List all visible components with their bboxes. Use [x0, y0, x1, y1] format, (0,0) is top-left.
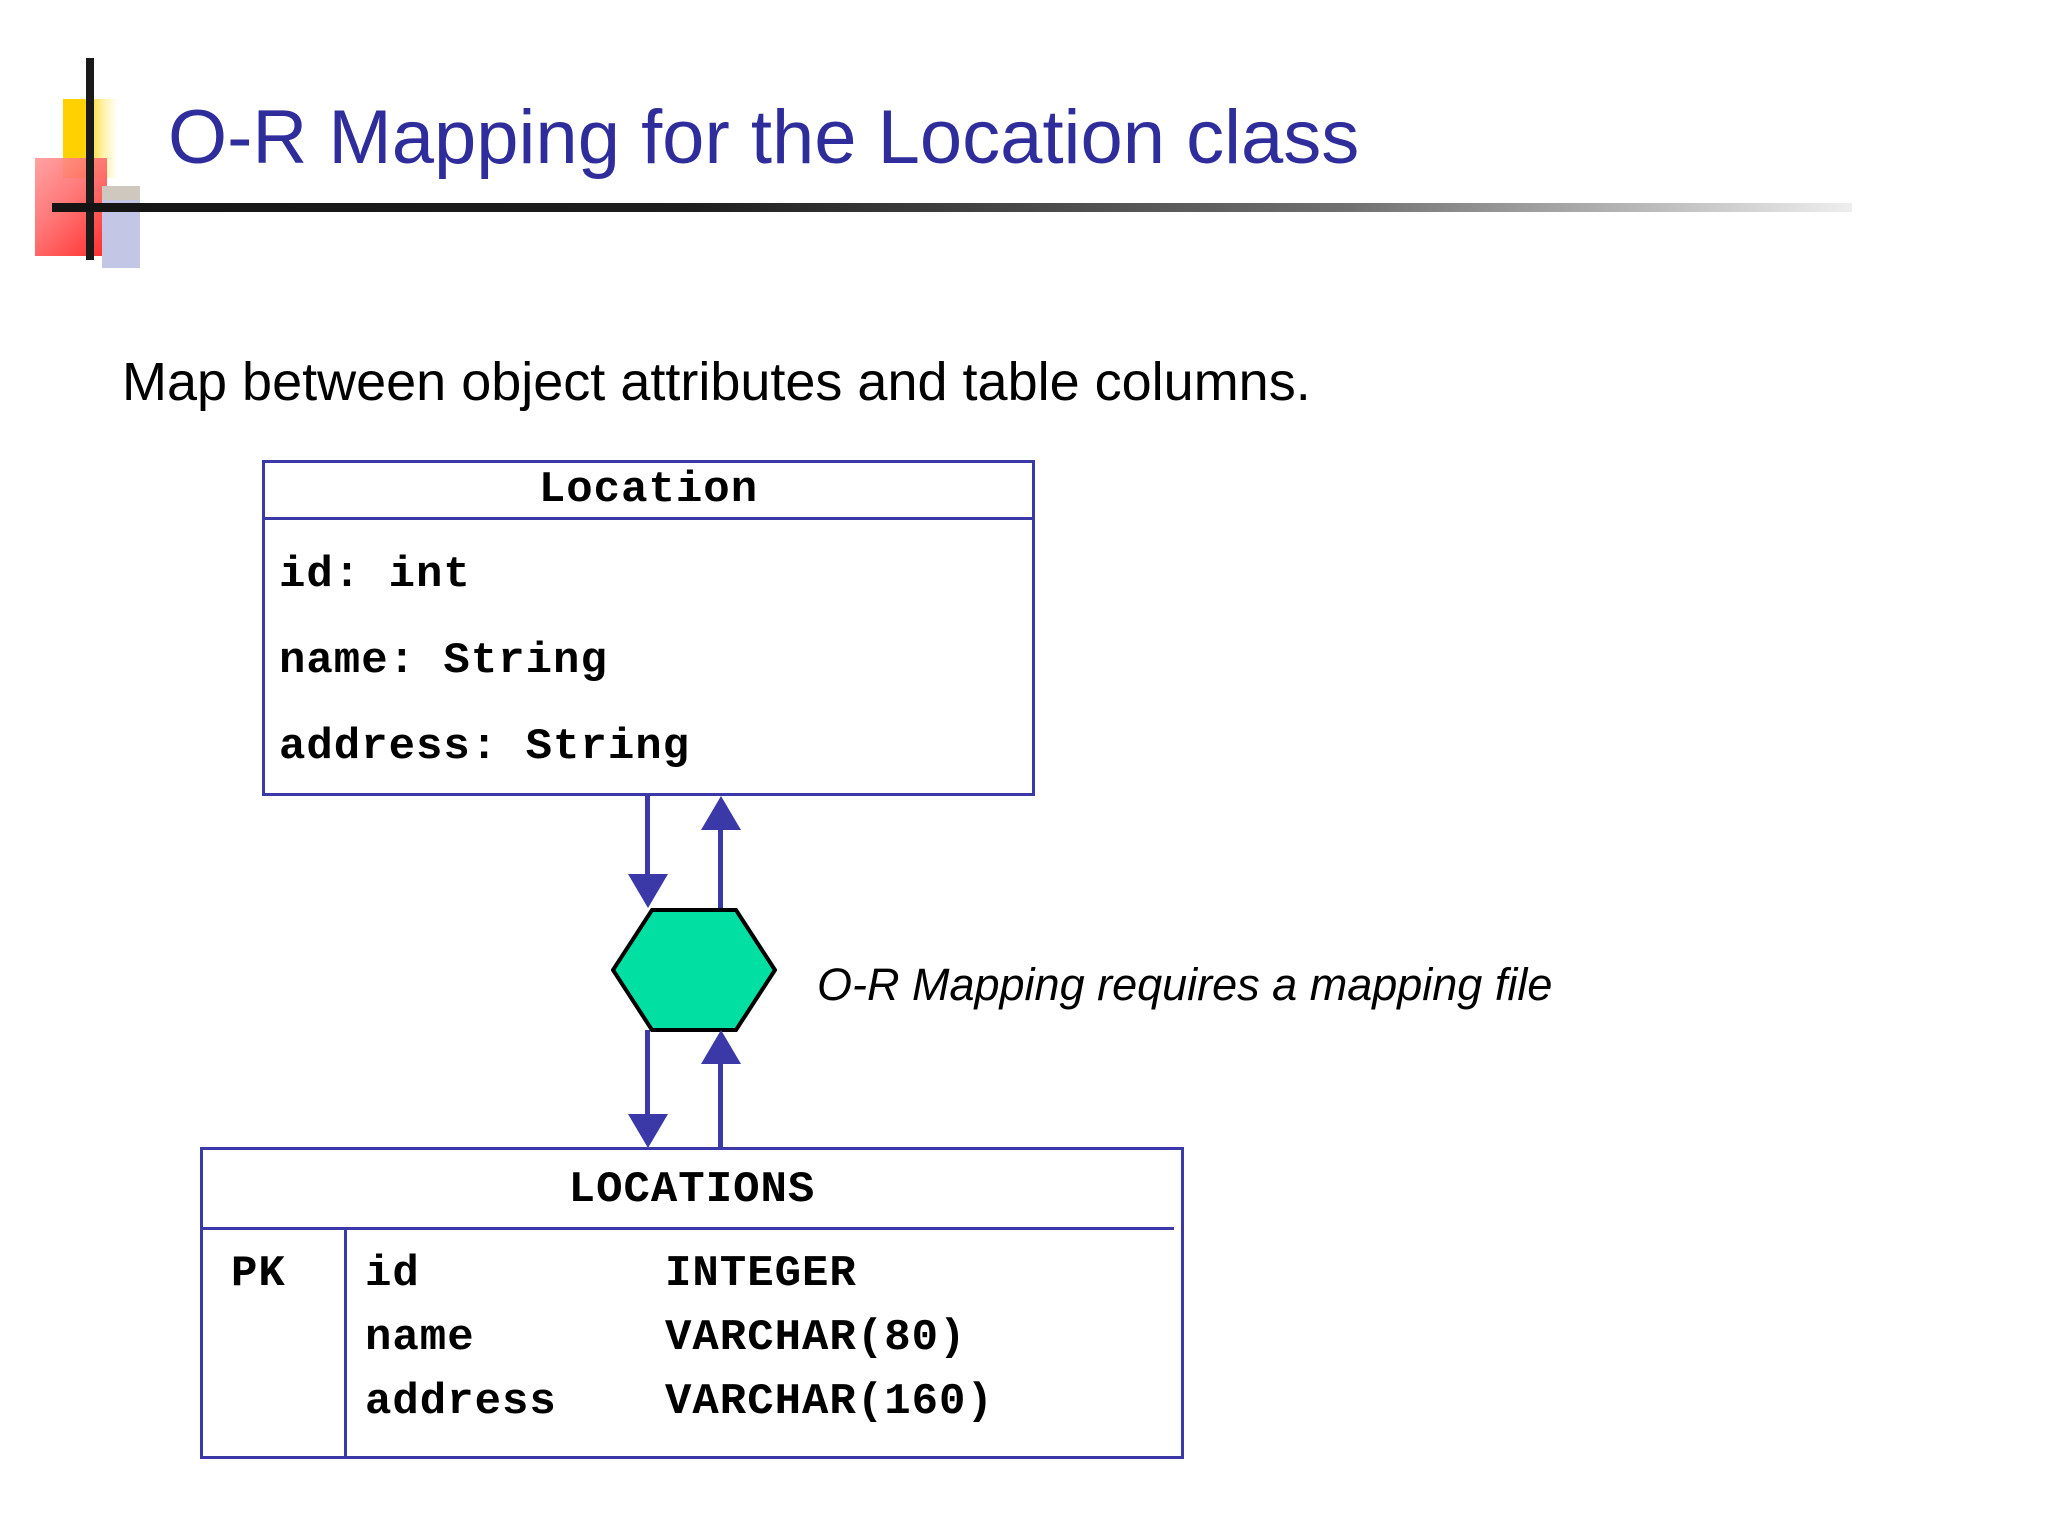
arrow-head-down-icon [628, 874, 668, 908]
db-table-row: address VARCHAR(160) [365, 1370, 1165, 1434]
uml-attribute-row: id: int [279, 550, 471, 600]
mapping-file-hexagon [610, 908, 778, 1032]
arrow-table-to-mapping [701, 1030, 741, 1148]
vertical-rule-lower-icon [86, 208, 94, 260]
db-table-key-column-divider [344, 1230, 347, 1456]
horizontal-rule-divider [52, 203, 1852, 212]
db-table-name-header: LOCATIONS [203, 1150, 1181, 1230]
db-table-row: id INTEGER [365, 1242, 1165, 1306]
db-column-name: id [365, 1249, 420, 1299]
db-table-key-label: PK [231, 1249, 286, 1299]
page-title: O-R Mapping for the Location class [168, 95, 1360, 180]
db-table-box: LOCATIONS PK id INTEGER name VARCHAR(80)… [200, 1147, 1184, 1459]
arrow-shaft [645, 796, 650, 876]
db-table-name: LOCATIONS [568, 1165, 816, 1215]
uml-class-name: Location [265, 463, 1032, 520]
arrow-shaft [718, 1062, 723, 1148]
arrow-shaft [645, 1030, 650, 1116]
slide-subtitle: Map between object attributes and table … [122, 352, 1311, 412]
db-table-column-list: id INTEGER name VARCHAR(80) address VARC… [365, 1242, 1165, 1434]
uml-attribute-row: name: String [279, 636, 608, 686]
arrow-head-down-icon [628, 1114, 668, 1148]
uml-attribute-row: address: String [279, 722, 691, 772]
db-table-body: PK id INTEGER name VARCHAR(80) address V… [203, 1230, 1181, 1456]
arrow-mapping-to-class [701, 796, 741, 908]
arrow-head-up-icon [701, 796, 741, 830]
lavender-square-tint-icon [102, 186, 140, 200]
arrow-class-to-mapping [628, 796, 668, 908]
db-column-name: address [365, 1377, 557, 1427]
mapping-note-text: O-R Mapping requires a mapping file [817, 959, 1553, 1010]
uml-class-box: Location id: int name: String address: S… [262, 460, 1035, 796]
db-column-name: name [365, 1313, 475, 1363]
db-column-type: INTEGER [665, 1249, 857, 1299]
vertical-rule-icon [86, 58, 94, 258]
arrow-head-up-icon [701, 1030, 741, 1064]
uml-class-attributes: id: int name: String address: String [265, 520, 1032, 790]
arrow-shaft [718, 828, 723, 908]
db-column-type: VARCHAR(80) [665, 1313, 967, 1363]
db-column-type: VARCHAR(160) [665, 1377, 994, 1427]
db-table-header-rule [203, 1227, 1174, 1230]
arrow-mapping-to-table [628, 1030, 668, 1148]
db-table-row: name VARCHAR(80) [365, 1306, 1165, 1370]
